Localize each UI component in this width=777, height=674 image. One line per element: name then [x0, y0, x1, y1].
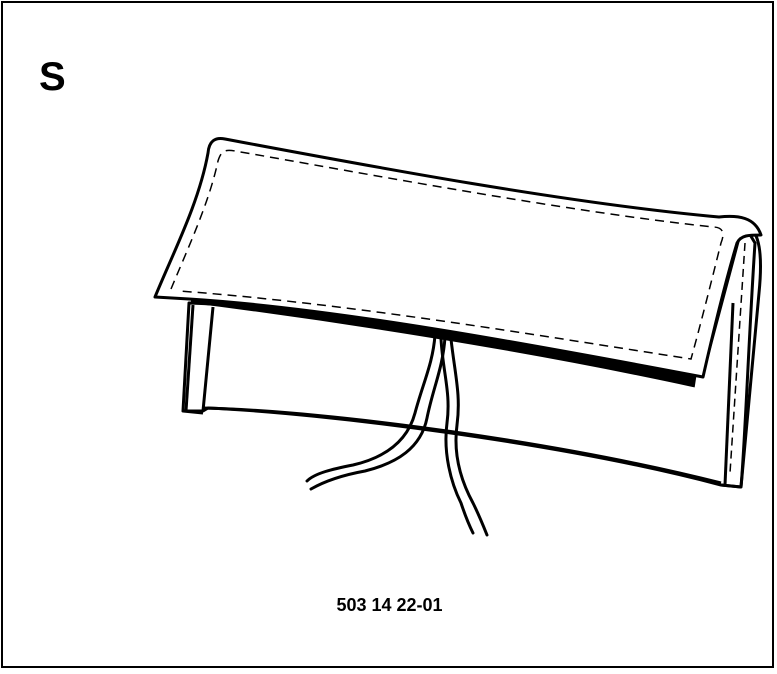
figure-label: S — [39, 55, 66, 99]
flap-stitch — [170, 149, 724, 360]
flap — [153, 137, 763, 379]
cover-illustration — [153, 137, 763, 537]
left-seam — [182, 304, 215, 415]
bottom-edge — [202, 406, 722, 485]
drawstring — [305, 333, 489, 537]
part-number: 503 14 22-01 — [336, 595, 443, 615]
